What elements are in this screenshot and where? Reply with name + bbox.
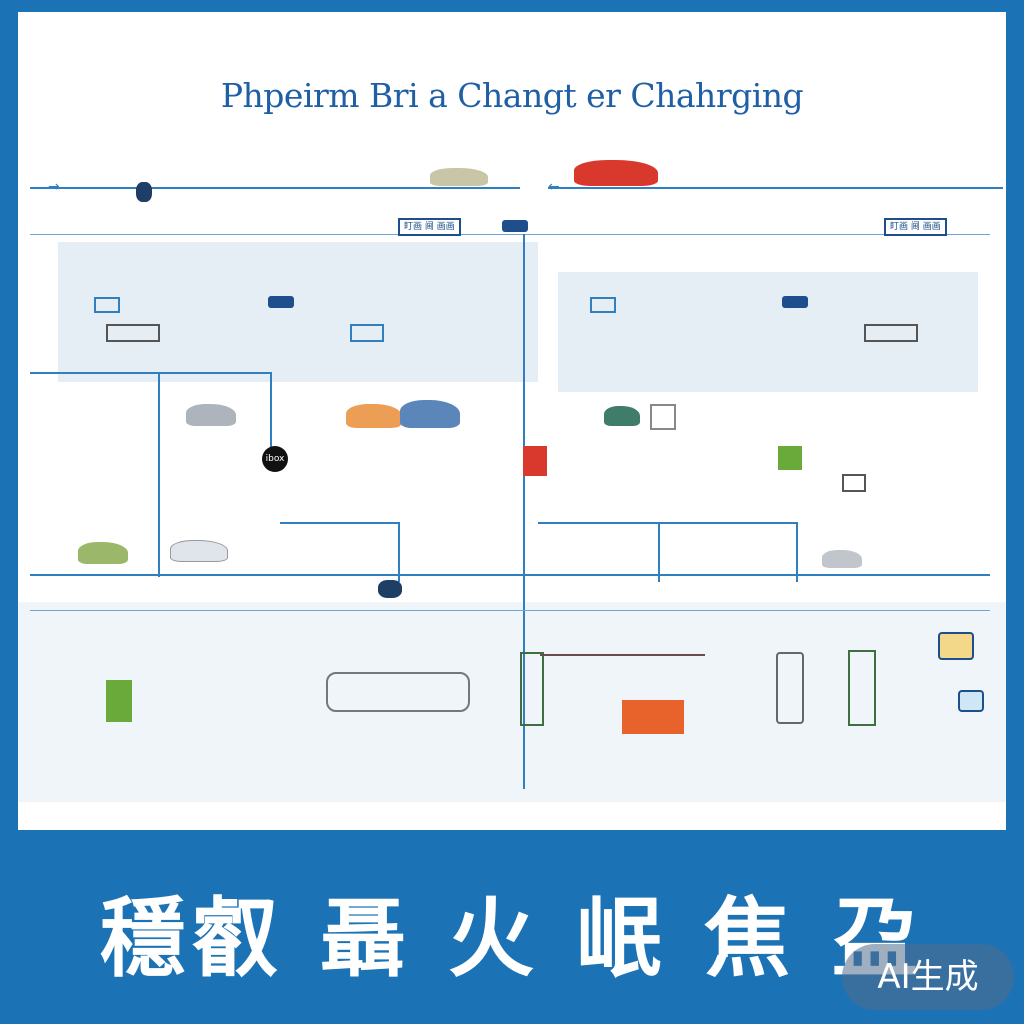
car-icon [400, 400, 460, 428]
phone-icon [650, 404, 676, 430]
charger-icon [520, 652, 544, 726]
timeline-connector [270, 372, 272, 462]
charger-icon [848, 650, 876, 726]
battery-icon [106, 680, 132, 722]
battery-icon [94, 297, 120, 313]
car-icon [326, 672, 470, 712]
arrow-icon: → [48, 179, 60, 195]
timeline-line [30, 187, 520, 189]
poster-caption: 穩叡 聶 火 岷 焦 盁 [100, 889, 924, 989]
ai-generated-badge: AI生成 [842, 944, 1014, 1010]
car-icon [346, 404, 402, 428]
car-icon [604, 406, 640, 426]
car-icon [430, 168, 488, 186]
charger-icon [106, 324, 160, 342]
background-wash [58, 242, 538, 382]
stage-tag: 盯画 阃 画画 [884, 218, 947, 236]
phone-icon [938, 632, 974, 660]
charger-icon [864, 324, 918, 342]
node-icon: ibox [262, 446, 288, 472]
battery-icon [590, 297, 616, 313]
timeline-line [548, 187, 1003, 189]
car-icon [186, 404, 236, 426]
battery-icon [523, 446, 547, 476]
timeline-line [280, 522, 400, 524]
diagram-card: Phpeirm Bri a Changt er Chahrging → ← 盯画… [18, 12, 1006, 830]
car-icon [78, 542, 128, 564]
phone-icon [842, 474, 866, 492]
diagram-title: Phpeirm Bri a Changt er Chahrging [220, 76, 804, 115]
background-wash [558, 272, 978, 392]
phone-icon [776, 652, 804, 724]
connector-icon [782, 296, 808, 308]
timeline-line [30, 574, 990, 576]
timeline-connector [158, 372, 160, 577]
node-icon [136, 182, 152, 202]
connector-icon [540, 654, 705, 656]
arrow-icon: ← [548, 179, 560, 195]
timeline-line [30, 610, 990, 611]
battery-icon [778, 446, 802, 470]
car-icon [574, 160, 658, 186]
car-icon [822, 550, 862, 568]
connector-icon [268, 296, 294, 308]
timeline-connector [658, 522, 660, 582]
timeline-connector [796, 522, 798, 582]
timeline-line [30, 372, 272, 374]
timeline-line [538, 522, 798, 524]
connector-icon [502, 220, 528, 232]
charger-icon [350, 324, 384, 342]
phone-icon [958, 690, 984, 712]
stage-tag: 盯画 阃 画画 [398, 218, 461, 236]
timeline-connector [523, 234, 525, 789]
node-icon [378, 580, 402, 598]
timeline-connector [398, 522, 400, 582]
car-icon [170, 540, 228, 562]
battery-icon [622, 700, 684, 734]
timeline-line [30, 234, 990, 235]
background-wash [18, 602, 1006, 802]
